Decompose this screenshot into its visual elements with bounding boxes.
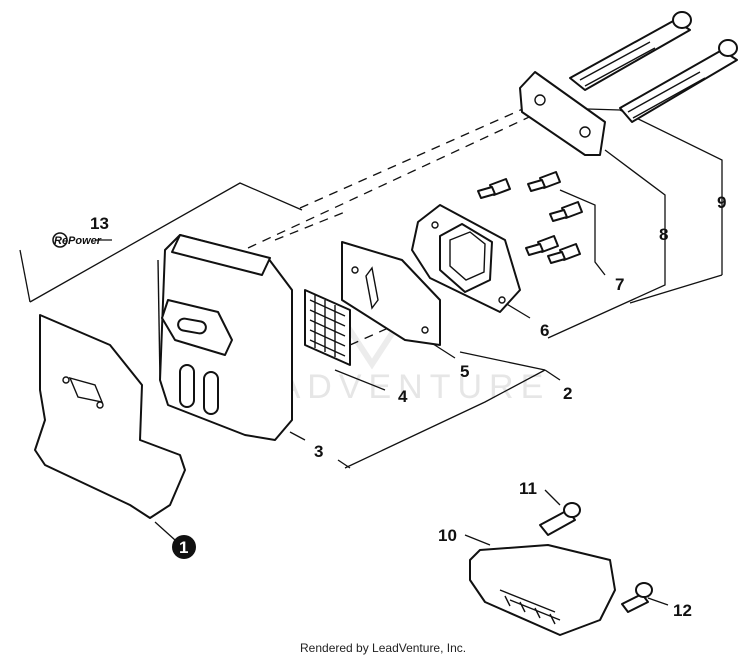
label-12: 12 xyxy=(673,601,692,620)
long-bolt-upper xyxy=(569,11,692,91)
long-bolt-lower xyxy=(619,39,738,123)
label-1: 1 xyxy=(179,538,188,557)
part-labels: 1 2 3 4 5 6 7 8 9 10 11 12 13 xyxy=(90,193,726,620)
label-2: 2 xyxy=(563,384,572,403)
bolt-plate xyxy=(519,71,606,156)
part-1-marker xyxy=(172,535,196,559)
muffler-cover xyxy=(469,544,616,636)
heat-shield xyxy=(34,314,186,519)
gasket xyxy=(341,241,441,346)
label-3: 3 xyxy=(314,442,323,461)
label-11: 11 xyxy=(519,479,537,498)
alignment-lines xyxy=(189,107,541,346)
label-9: 9 xyxy=(717,193,726,212)
footer-credit: Rendered by LeadVenture, Inc. xyxy=(300,641,466,655)
repower-logo-text: RePower xyxy=(54,235,102,247)
cover-screw-upper xyxy=(539,502,581,536)
repower-logo: RePower xyxy=(52,232,102,248)
cover-screw-lower xyxy=(621,582,653,613)
screw-group xyxy=(477,171,583,264)
label-6: 6 xyxy=(540,321,549,340)
label-7: 7 xyxy=(615,275,624,294)
label-8: 8 xyxy=(659,225,668,244)
leader-lines xyxy=(19,107,723,606)
label-10: 10 xyxy=(438,526,457,545)
spark-screen xyxy=(304,289,351,366)
exhaust-flange xyxy=(411,204,521,313)
label-13: 13 xyxy=(90,214,109,233)
label-4: 4 xyxy=(398,387,408,406)
label-5: 5 xyxy=(460,362,469,381)
muffler-body xyxy=(157,234,293,441)
